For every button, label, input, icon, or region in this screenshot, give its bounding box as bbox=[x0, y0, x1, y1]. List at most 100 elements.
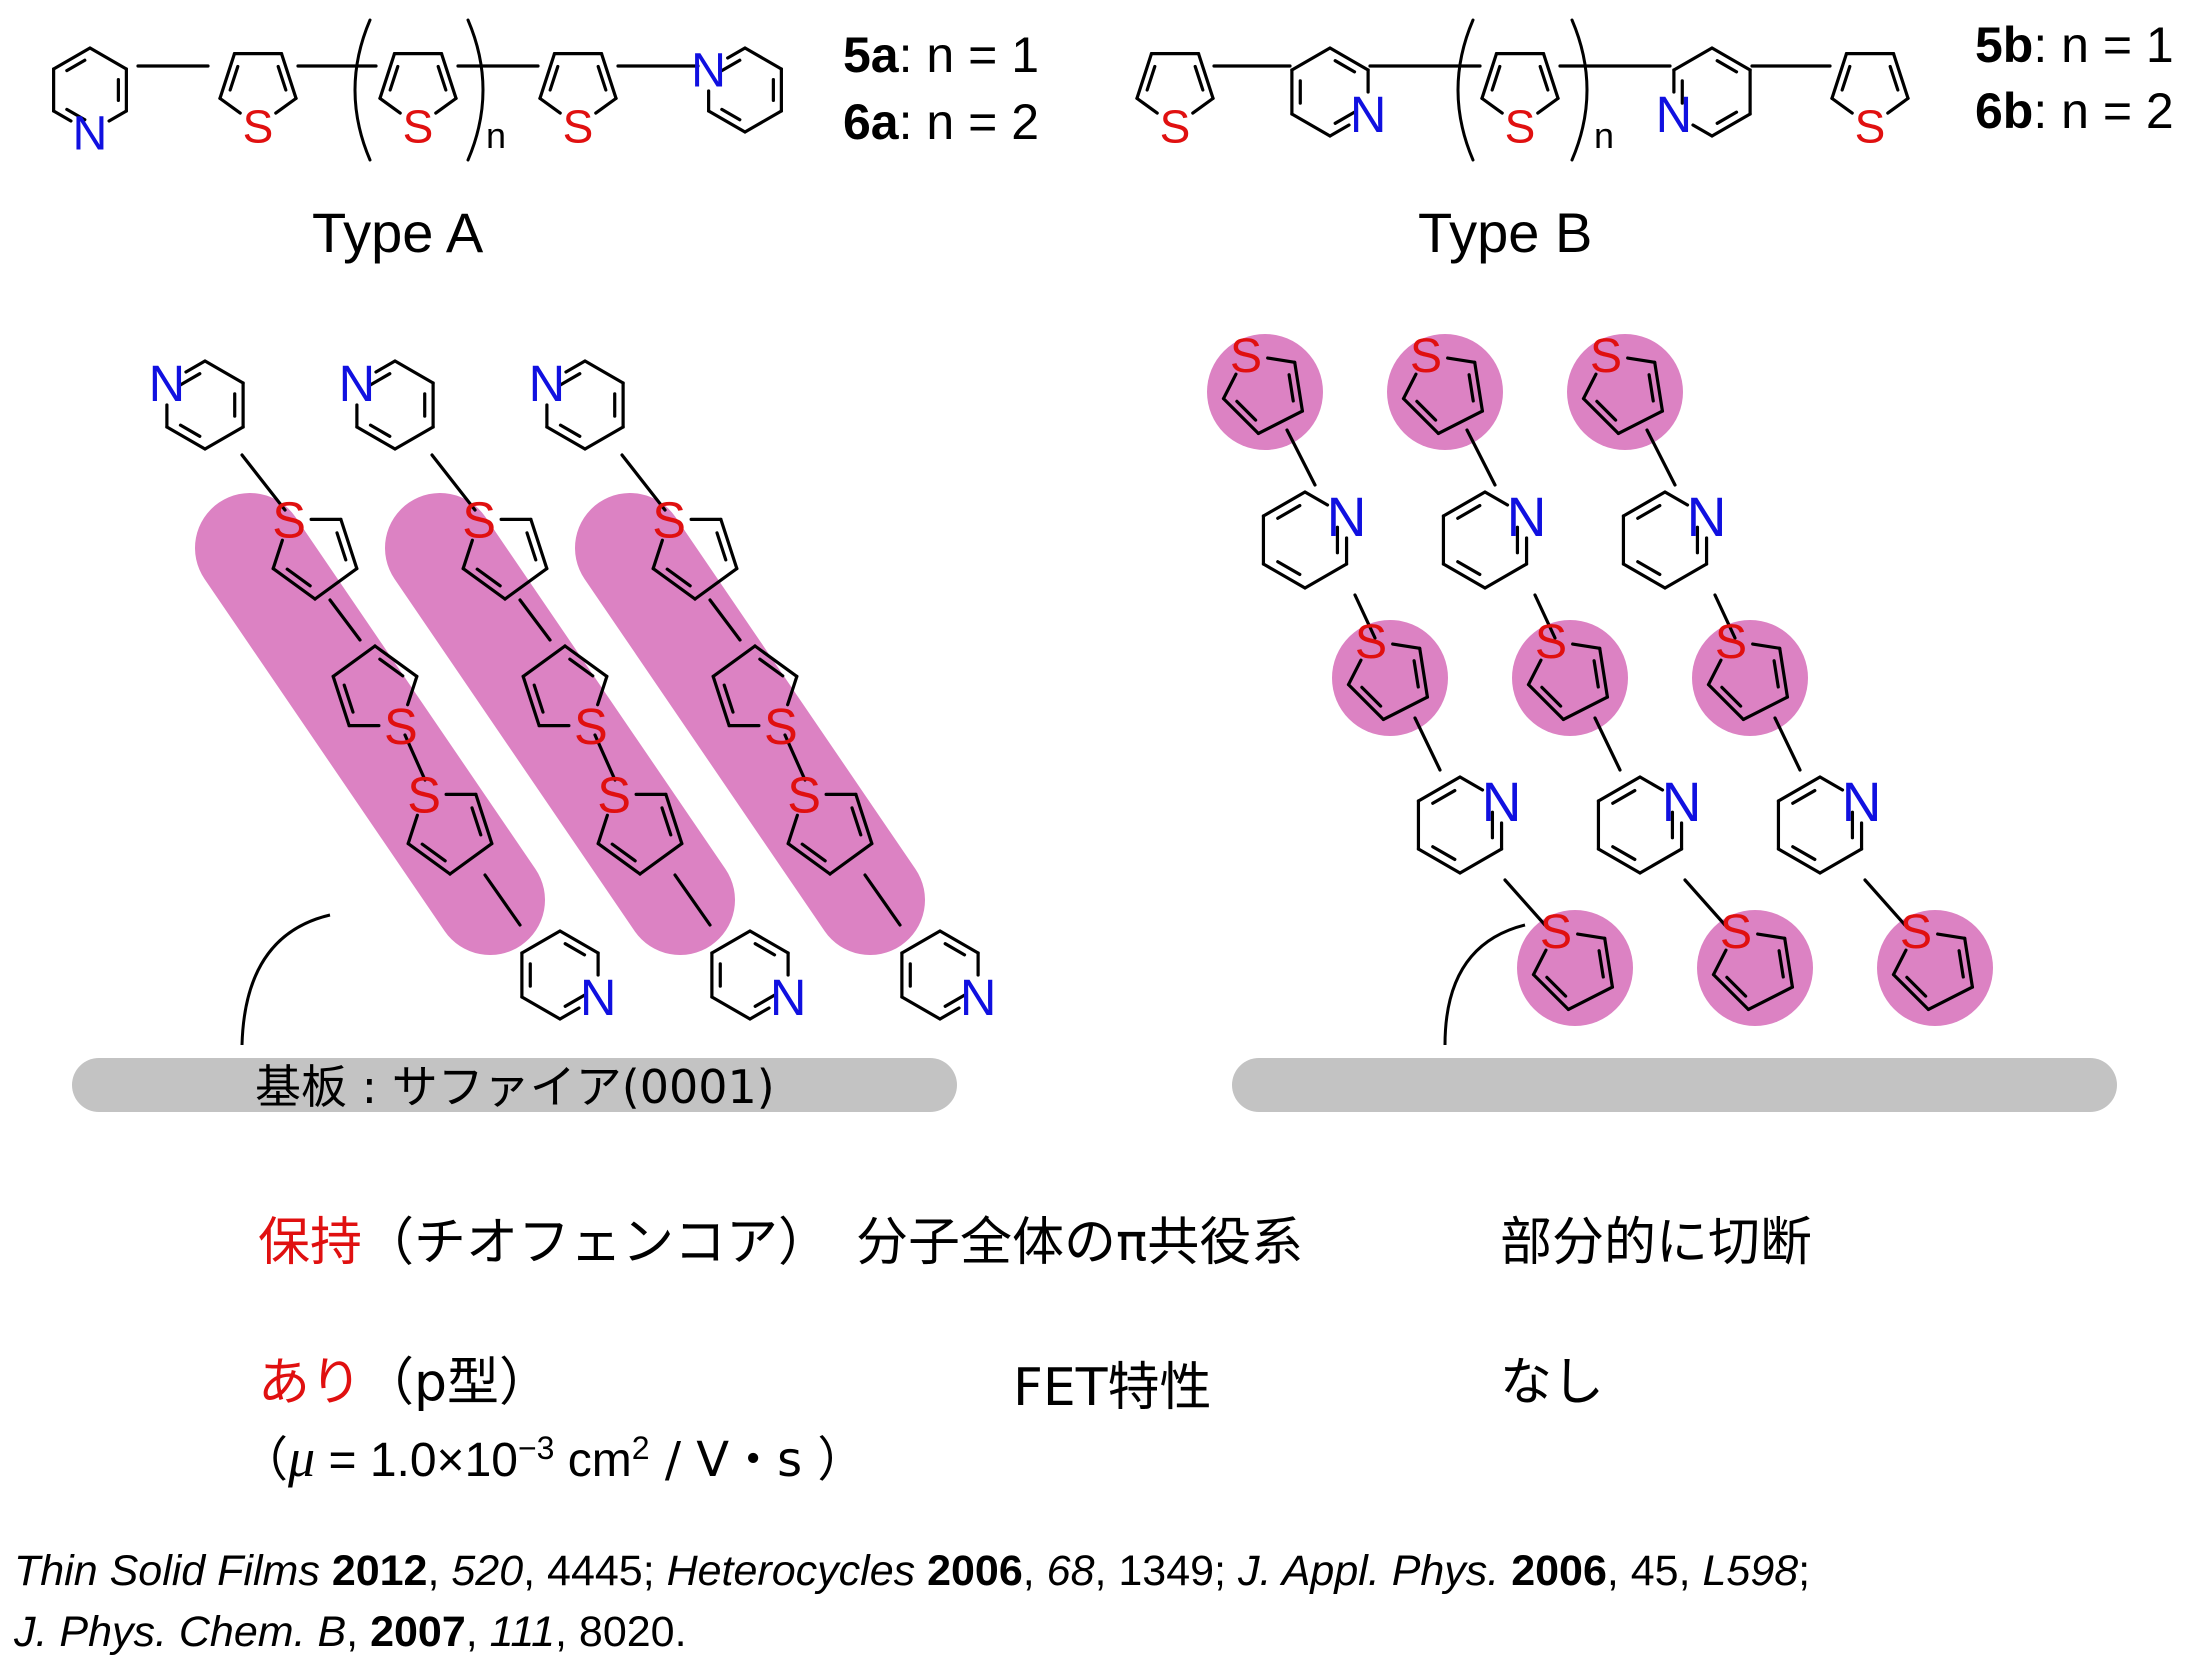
bond bbox=[406, 841, 452, 876]
bond bbox=[521, 674, 541, 728]
bond bbox=[271, 566, 317, 601]
bond bbox=[328, 598, 362, 642]
bond bbox=[373, 644, 419, 679]
thiophene-highlight bbox=[1332, 620, 1448, 736]
double-bond bbox=[1545, 975, 1568, 998]
bond bbox=[1778, 646, 1790, 699]
bond bbox=[331, 674, 351, 728]
double-bond bbox=[800, 842, 827, 863]
reference-line-2: J. Phys. Chem. B, 2007, 111, 8020. bbox=[14, 1608, 687, 1656]
bond bbox=[503, 566, 549, 601]
double-bond bbox=[1715, 110, 1739, 125]
bond bbox=[1621, 562, 1667, 590]
bond bbox=[900, 929, 942, 955]
bond bbox=[1663, 490, 1690, 507]
bond bbox=[1598, 646, 1610, 699]
compound-label-6b: 6b: n = 2 bbox=[1975, 83, 2174, 139]
compound-label-5a: 5a: n = 1 bbox=[843, 27, 1039, 83]
sulfur-atom: S bbox=[1855, 101, 1886, 153]
double-bond bbox=[1840, 64, 1852, 92]
bond bbox=[1303, 562, 1349, 590]
bond bbox=[1926, 985, 1975, 1012]
bond bbox=[1891, 52, 1910, 100]
sulfur-atom: S bbox=[574, 698, 608, 755]
bond bbox=[596, 841, 642, 876]
bond bbox=[783, 733, 807, 782]
thiophene-highlight bbox=[1387, 334, 1503, 450]
bond bbox=[563, 644, 609, 679]
bond bbox=[743, 109, 783, 134]
bond bbox=[1473, 360, 1485, 413]
fet-mobility: （μ = 1.0×10−3 cm2 / V・s ） bbox=[240, 1428, 866, 1488]
compound-label-6a: 6a: n = 2 bbox=[843, 94, 1039, 150]
bond bbox=[1561, 695, 1610, 722]
bond bbox=[1401, 372, 1418, 401]
bond bbox=[430, 453, 477, 512]
bond bbox=[596, 674, 609, 707]
bond bbox=[596, 813, 609, 846]
bond bbox=[1603, 936, 1615, 989]
bond bbox=[165, 425, 207, 451]
bond bbox=[1503, 878, 1547, 927]
bond bbox=[339, 517, 359, 571]
bond bbox=[1416, 847, 1462, 875]
fet-a-note: （p型） bbox=[362, 1353, 552, 1413]
double-bond bbox=[1791, 788, 1817, 805]
double-bond bbox=[335, 531, 348, 562]
bond bbox=[274, 96, 298, 115]
bond bbox=[1566, 985, 1615, 1012]
bond bbox=[1776, 847, 1822, 875]
bond bbox=[1458, 847, 1504, 875]
double-bond bbox=[525, 531, 538, 562]
bond bbox=[743, 46, 783, 71]
bond bbox=[448, 841, 494, 876]
bond bbox=[786, 674, 799, 707]
bond bbox=[279, 52, 298, 100]
double-bond bbox=[470, 806, 483, 837]
bond bbox=[1261, 490, 1307, 518]
bond bbox=[710, 929, 752, 955]
bond bbox=[1536, 96, 1560, 115]
bond bbox=[558, 929, 600, 955]
nitrogen-atom: N bbox=[1656, 86, 1693, 143]
bond bbox=[474, 792, 494, 846]
bond bbox=[218, 52, 237, 100]
bond bbox=[564, 359, 587, 374]
bond bbox=[1616, 409, 1665, 436]
double-bond bbox=[1725, 975, 1748, 998]
bond bbox=[1621, 490, 1667, 518]
bond bbox=[1756, 932, 1787, 940]
double-bond bbox=[420, 842, 447, 863]
double-bond bbox=[558, 423, 582, 438]
bond bbox=[748, 929, 790, 955]
double-bond bbox=[1791, 845, 1817, 862]
double-bond bbox=[1905, 975, 1928, 998]
bond bbox=[1533, 593, 1557, 640]
bond bbox=[461, 566, 507, 601]
sulfur-atom: S bbox=[272, 492, 306, 549]
bond bbox=[1891, 948, 1908, 977]
sulfur-atom: S bbox=[652, 492, 686, 549]
bond bbox=[620, 453, 667, 512]
double-bond bbox=[596, 64, 608, 92]
type-b-label: Type B bbox=[1418, 201, 1592, 264]
bond bbox=[1713, 593, 1737, 640]
bond bbox=[374, 359, 397, 374]
nitrogen-atom: N bbox=[149, 355, 186, 412]
bond bbox=[538, 96, 562, 115]
double-bond bbox=[1333, 59, 1357, 74]
double-bond bbox=[665, 567, 692, 588]
chemical-bonds bbox=[52, 18, 1975, 1021]
double-bond bbox=[1431, 845, 1457, 862]
double-bond bbox=[720, 58, 742, 73]
double-bond bbox=[1647, 373, 1655, 403]
bond bbox=[1256, 409, 1305, 436]
bond bbox=[1441, 490, 1487, 518]
bond bbox=[1191, 96, 1215, 115]
bond bbox=[521, 644, 567, 679]
bond bbox=[406, 674, 419, 707]
sulfur-atom: S bbox=[563, 101, 594, 153]
conjugation-type-b: 部分的に切断 bbox=[1500, 1213, 1813, 1273]
bond bbox=[520, 995, 562, 1021]
nitrogen-atom: N bbox=[73, 106, 108, 160]
